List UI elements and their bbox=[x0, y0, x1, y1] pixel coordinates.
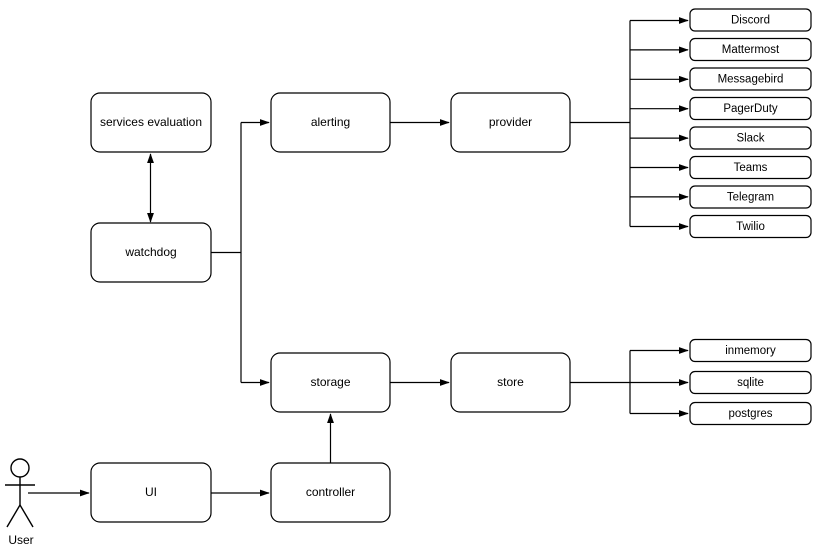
node-watchdog[interactable]: watchdog bbox=[90, 222, 212, 283]
node-alerting-label: alerting bbox=[311, 115, 350, 129]
node-ui-label: UI bbox=[145, 485, 157, 499]
store-leaf-sqlite-label: sqlite bbox=[737, 377, 764, 389]
stick-figure-actor-icon bbox=[5, 458, 35, 528]
provider-leaf-twilio-label: Twilio bbox=[736, 221, 765, 233]
provider-leaf-twilio[interactable]: Twilio bbox=[689, 214, 812, 239]
node-services-evaluation-box[interactable] bbox=[90, 92, 212, 153]
provider-leaf-pagerduty[interactable]: PagerDuty bbox=[689, 96, 812, 121]
provider-leaf-telegram-label: Telegram bbox=[727, 192, 774, 204]
node-controller[interactable]: controller bbox=[270, 462, 391, 523]
provider-leaf-slack-box[interactable] bbox=[689, 126, 812, 150]
node-alerting[interactable]: alerting bbox=[270, 92, 391, 153]
store-leaf-inmemory-box[interactable] bbox=[689, 338, 812, 363]
node-storage[interactable]: storage bbox=[270, 352, 391, 413]
store-leaf-sqlite[interactable]: sqlite bbox=[689, 370, 812, 395]
node-store-label: store bbox=[497, 375, 524, 389]
node-services-evaluation-label: services evaluation bbox=[100, 115, 202, 129]
provider-leaf-mattermost-box[interactable] bbox=[689, 37, 812, 62]
provider-leaf-teams[interactable]: Teams bbox=[689, 155, 812, 180]
provider-leaf-messagebird-box[interactable] bbox=[689, 67, 812, 91]
store-leaf-inmemory[interactable]: inmemory bbox=[689, 338, 812, 363]
node-watchdog-box[interactable] bbox=[90, 222, 212, 283]
store-leaf-sqlite-box[interactable] bbox=[689, 370, 812, 395]
edges-layer bbox=[28, 17, 689, 497]
node-controller-label: controller bbox=[306, 485, 355, 499]
provider-leaf-discord-label: Discord bbox=[731, 15, 770, 27]
node-provider[interactable]: provider bbox=[450, 92, 571, 153]
store-leaf-list: inmemory sqlite postgres bbox=[689, 338, 812, 426]
node-store[interactable]: store bbox=[450, 352, 571, 413]
provider-leaf-slack[interactable]: Slack bbox=[689, 126, 812, 150]
node-storage-label: storage bbox=[310, 375, 350, 389]
store-leaf-inmemory-label: inmemory bbox=[725, 345, 776, 357]
provider-leaf-messagebird-label: Messagebird bbox=[718, 74, 784, 86]
node-provider-box[interactable] bbox=[450, 92, 571, 153]
provider-leaf-slack-label: Slack bbox=[736, 133, 764, 145]
provider-leaf-teams-label: Teams bbox=[734, 162, 768, 174]
store-leaf-postgres[interactable]: postgres bbox=[689, 401, 812, 426]
store-leaf-postgres-box[interactable] bbox=[689, 401, 812, 426]
provider-leaf-teams-box[interactable] bbox=[689, 155, 812, 180]
provider-leaf-pagerduty-box[interactable] bbox=[689, 96, 812, 121]
provider-leaf-discord[interactable]: Discord bbox=[689, 8, 812, 32]
provider-leaf-mattermost[interactable]: Mattermost bbox=[689, 37, 812, 62]
node-ui[interactable]: UI bbox=[90, 462, 212, 523]
provider-leaf-pagerduty-label: PagerDuty bbox=[723, 103, 778, 115]
store-leaf-postgres-label: postgres bbox=[728, 408, 772, 420]
node-alerting-box[interactable] bbox=[270, 92, 391, 153]
provider-leaf-telegram-box[interactable] bbox=[689, 185, 812, 209]
provider-leaf-messagebird[interactable]: Messagebird bbox=[689, 67, 812, 91]
node-services-evaluation[interactable]: services evaluation bbox=[90, 92, 212, 153]
actor-user-label: User bbox=[8, 533, 33, 547]
node-watchdog-label: watchdog bbox=[124, 245, 176, 259]
provider-leaf-discord-box[interactable] bbox=[689, 8, 812, 32]
actor-user[interactable]: User bbox=[5, 458, 35, 547]
provider-leaf-twilio-box[interactable] bbox=[689, 214, 812, 239]
node-storage-box[interactable] bbox=[270, 352, 391, 413]
provider-leaf-mattermost-label: Mattermost bbox=[722, 44, 780, 56]
provider-leaf-telegram[interactable]: Telegram bbox=[689, 185, 812, 209]
provider-leaf-list: Discord Mattermost Messagebird PagerDuty… bbox=[689, 8, 812, 239]
node-store-box[interactable] bbox=[450, 352, 571, 413]
node-ui-box[interactable] bbox=[90, 462, 212, 523]
node-controller-box[interactable] bbox=[270, 462, 391, 523]
node-provider-label: provider bbox=[489, 115, 532, 129]
